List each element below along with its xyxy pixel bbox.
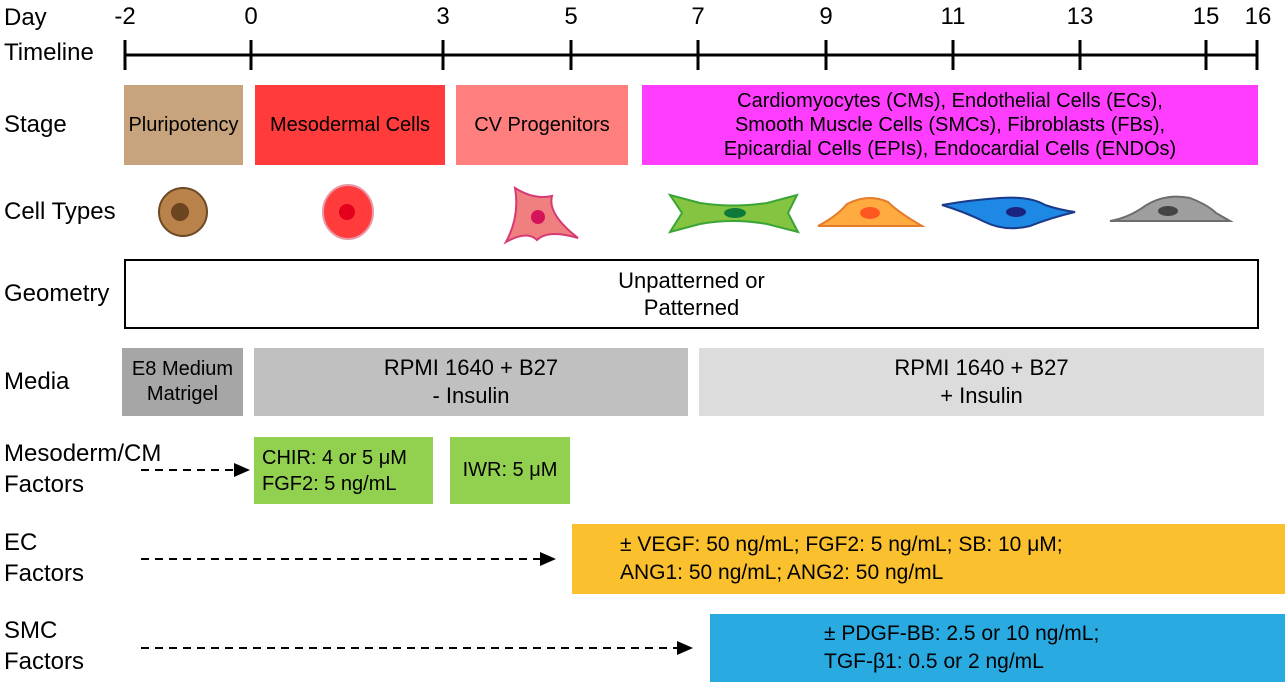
pluripotent-cell-icon — [158, 187, 208, 237]
tick-label-0: 0 — [244, 3, 258, 30]
stage-box-mesodermal: Mesodermal Cells — [255, 85, 445, 165]
mesoderm-factors-label: Mesoderm/CM Factors — [4, 440, 162, 498]
mesodermal-cell-icon — [322, 184, 374, 240]
geometry-box-label: Unpatterned or Patterned — [618, 268, 765, 320]
ec-factor-text: ± VEGF: 50 ng/mL; FGF2: 5 ng/mL; SB: 10 … — [620, 533, 1063, 584]
media-box-minus-insulin: RPMI 1640 + B27 - Insulin — [254, 348, 688, 416]
stage-box-cv-progenitors: CV Progenitors — [456, 85, 628, 165]
stage-label: Stage — [4, 111, 67, 138]
smc-factors-label: SMC Factors — [4, 617, 85, 675]
tick-label-7: 7 — [691, 3, 705, 30]
tick-label-16: 16 — [1244, 3, 1272, 30]
stage-box-pluripotency: Pluripotency — [124, 85, 243, 165]
cardiomyocyte-icon — [667, 193, 800, 234]
timeline-label: Timeline — [4, 39, 94, 66]
smc-factor-arrow — [141, 641, 693, 655]
mesoderm-factor-box-iwr: IWR: 5 μM — [450, 437, 570, 504]
smc-factor-box: ± PDGF-BB: 2.5 or 10 ng/mL; TGF-β1: 0.5 … — [710, 614, 1285, 682]
geometry-box: Unpatterned or Patterned — [124, 259, 1259, 329]
fibroblast-icon — [817, 197, 926, 227]
mesoderm-iwr-text: IWR: 5 μM — [462, 459, 558, 481]
tick-label-m2: -2 — [114, 3, 136, 30]
mesoderm-factor-box-chir: CHIR: 4 or 5 μM FGF2: 5 ng/mL — [254, 437, 433, 504]
stage-cv-progenitors-label: CV Progenitors — [474, 113, 610, 136]
geometry-label: Geometry — [4, 280, 110, 307]
mesoderm-chir-text: CHIR: 4 or 5 μM FGF2: 5 ng/mL — [262, 446, 407, 495]
media-box-e8: E8 Medium Matrigel — [122, 348, 243, 416]
media-minus-insulin-label: RPMI 1640 + B27 - Insulin — [383, 355, 559, 408]
tick-label-5: 5 — [564, 3, 578, 30]
tick-label-15: 15 — [1192, 3, 1220, 30]
progenitor-cell-icon — [503, 185, 579, 245]
stage-pluripotency-label: Pluripotency — [128, 113, 239, 136]
mesoderm-factor-arrow — [141, 463, 250, 477]
stage-mesodermal-label: Mesodermal Cells — [269, 113, 431, 136]
media-e8-label: E8 Medium Matrigel — [131, 358, 234, 405]
media-box-plus-insulin: RPMI 1640 + B27 + Insulin — [699, 348, 1264, 416]
ec-factor-box: ± VEGF: 50 ng/mL; FGF2: 5 ng/mL; SB: 10 … — [572, 524, 1285, 594]
smc-factor-text: ± PDGF-BB: 2.5 or 10 ng/mL; TGF-β1: 0.5 … — [824, 622, 1100, 673]
ec-factor-arrow — [141, 552, 556, 566]
media-plus-insulin-label: RPMI 1640 + B27 + Insulin — [894, 355, 1069, 408]
tick-label-11: 11 — [940, 3, 966, 30]
day-label: Day — [4, 4, 47, 31]
ec-factors-label: EC Factors — [4, 529, 85, 587]
endothelial-cell-icon — [941, 196, 1076, 230]
media-label: Media — [4, 368, 70, 395]
tick-label-9: 9 — [819, 3, 833, 30]
stage-mature-cells-label: Cardiomyocytes (CMs), Endothelial Cells … — [723, 90, 1177, 160]
smooth-muscle-cell-icon — [1109, 195, 1234, 222]
tick-label-13: 13 — [1066, 3, 1094, 30]
timeline-axis — [123, 40, 1259, 70]
tick-label-3: 3 — [436, 3, 450, 30]
stage-box-mature-cells: Cardiomyocytes (CMs), Endothelial Cells … — [642, 85, 1258, 165]
cell-types-label: Cell Types — [4, 198, 116, 225]
